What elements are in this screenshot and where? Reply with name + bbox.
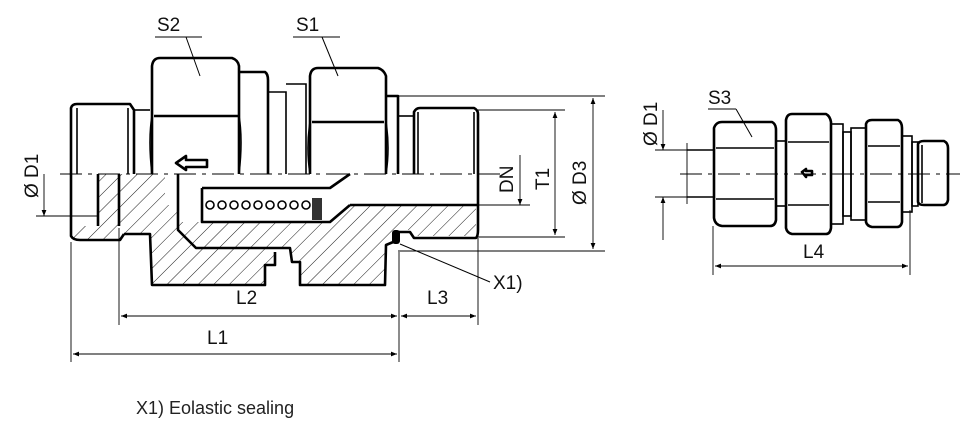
label-l2: L2 bbox=[236, 288, 257, 309]
lower-section bbox=[69, 172, 480, 287]
label-d3: Ø D3 bbox=[570, 161, 591, 205]
label-s3: S3 bbox=[708, 88, 731, 109]
label-d1: Ø D1 bbox=[22, 154, 43, 198]
flow-direction-arrow-icon bbox=[174, 154, 209, 172]
side-view: S3 Ø D1 L4 bbox=[641, 88, 960, 275]
label-t1: T1 bbox=[533, 168, 554, 190]
label-side-d1: Ø D1 bbox=[641, 102, 662, 146]
side-flow-arrow-icon bbox=[800, 167, 814, 179]
main-view: S2 S1 Ø D1 DN T1 Ø D3 X1) L2 L3 L1 bbox=[22, 15, 605, 362]
label-l3: L3 bbox=[427, 288, 448, 309]
label-s1: S1 bbox=[296, 15, 319, 36]
label-l4: L4 bbox=[803, 242, 825, 263]
label-dn: DN bbox=[497, 166, 518, 193]
elastic-seal bbox=[392, 230, 400, 244]
spring bbox=[205, 200, 311, 210]
label-l1: L1 bbox=[207, 328, 228, 349]
label-x1: X1) bbox=[493, 273, 523, 294]
upper-exterior bbox=[69, 56, 480, 175]
label-s2: S2 bbox=[157, 15, 180, 36]
footnote: X1) Eolastic sealing bbox=[136, 398, 294, 418]
